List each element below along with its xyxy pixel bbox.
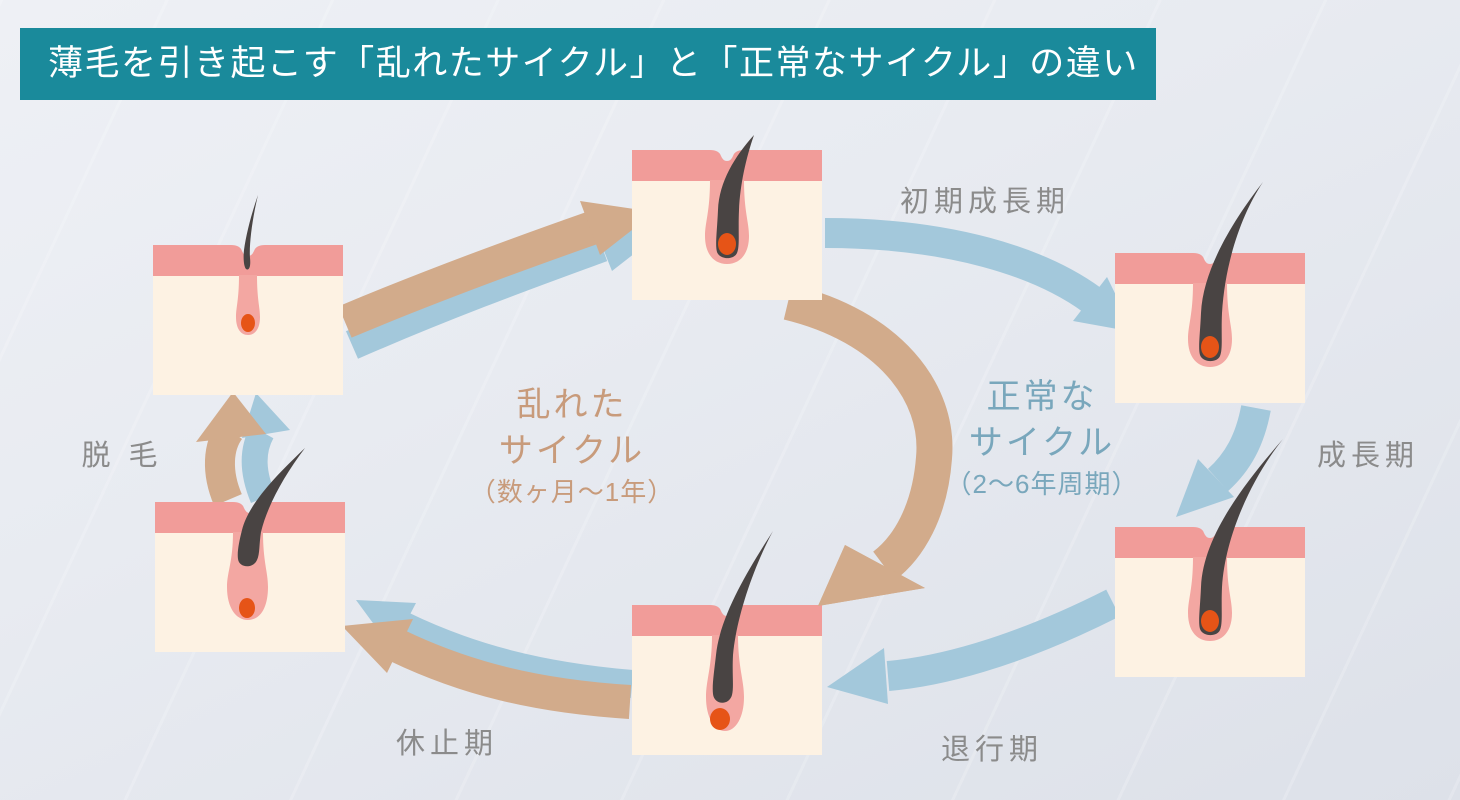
skin-surface [632, 150, 822, 181]
follicle-illustration-start [632, 135, 822, 300]
stage-label-shedding: 脱 毛 [81, 440, 163, 472]
stage-label-growth: 成長期 [1316, 440, 1420, 472]
papilla [1201, 336, 1219, 358]
stage-label-resting: 休止期 [395, 728, 499, 760]
normal-cycle-name-line2: サイクル [968, 424, 1116, 462]
follicle-illustration-regression [632, 531, 822, 755]
papilla [710, 708, 730, 730]
skin-surface [1115, 527, 1305, 558]
hair-shaft [716, 135, 754, 259]
hair-shaft [243, 195, 258, 270]
hair-shaft [237, 448, 305, 567]
stage-label-early-growth: 初期成長期 [899, 186, 1071, 218]
papilla [241, 314, 255, 332]
follicle-illustration-growth [1115, 439, 1305, 677]
disrupted-cycle-name-line2: サイクル [498, 432, 646, 470]
diagram-title: 薄毛を引き起こす「乱れたサイクル」と「正常なサイクル」の違い [20, 28, 1156, 100]
normal-cycle-name-line1: 正常な [986, 378, 1098, 416]
normal-cycle-label: 正常な サイクル （2〜6年周期） [882, 374, 1202, 502]
disrupted-cycle-label: 乱れた サイクル （数ヶ月〜1年） [412, 382, 732, 510]
disrupted-cycle-duration: （数ヶ月〜1年） [469, 477, 675, 507]
normal-cycle-arrow-growth [1176, 404, 1271, 517]
hair-shaft [1199, 182, 1263, 362]
disrupted-cycle-name-line1: 乱れた [516, 386, 628, 424]
follicle-illustration-early-growth [1115, 182, 1305, 403]
disrupted-cycle-arrow-shedding [196, 392, 266, 506]
papilla [1201, 610, 1219, 632]
hair-shaft [712, 531, 773, 703]
hair-shaft [1199, 439, 1283, 636]
follicle-illustration-new-hair [153, 195, 343, 395]
stage-label-regression: 退行期 [940, 734, 1044, 766]
papilla [718, 233, 736, 255]
normal-cycle-arrow-regression [827, 589, 1120, 704]
normal-cycle-duration: （2〜6年周期） [945, 469, 1139, 499]
skin-surface [1115, 253, 1305, 284]
disrupted-cycle-arrow-resting [342, 619, 632, 719]
papilla [239, 598, 255, 618]
follicle-illustration-resting [155, 448, 345, 652]
